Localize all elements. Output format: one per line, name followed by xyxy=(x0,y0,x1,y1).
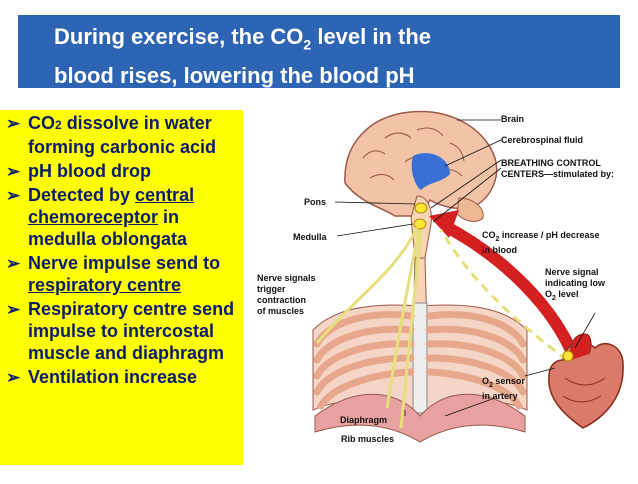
slide-title: During exercise, the CO2 level in the bl… xyxy=(18,15,620,88)
arrow-bullet-icon: ➢ xyxy=(6,254,21,273)
co2-blood-arrow xyxy=(429,210,581,363)
arrow-bullet-icon: ➢ xyxy=(6,186,21,205)
sensory-nerve xyxy=(439,229,568,362)
leader-lines xyxy=(334,119,596,417)
bullet-item: ➢Respiratory centre send impulse to inte… xyxy=(6,299,235,363)
bullet-item: ➢CO2 dissolve in water forming carbonic … xyxy=(6,113,217,157)
arrow-bullet-icon: ➢ xyxy=(6,300,21,319)
label-cerebrospinal-fluid: Cerebrospinal fluid xyxy=(501,135,584,145)
label-pons: Pons xyxy=(304,197,327,207)
heart-illustration xyxy=(548,333,624,429)
label-rib-muscles: Rib muscles xyxy=(341,434,395,444)
label-diaphragm: Diaphragm xyxy=(340,415,388,425)
arrow-bullet-icon: ➢ xyxy=(6,368,21,387)
ribcage-illustration xyxy=(312,302,528,443)
bullet-item: ➢Nerve impulse send to respiratory centr… xyxy=(6,253,221,295)
motor-nerves xyxy=(315,227,423,429)
bullet-list: ➢CO2 dissolve in water forming carbonic … xyxy=(0,110,243,465)
arrow-bullet-icon: ➢ xyxy=(6,114,21,133)
title-line-1: During exercise, the CO2 level in the xyxy=(54,24,432,53)
arrow-bullet-icon: ➢ xyxy=(6,162,21,181)
label-brain: Brain xyxy=(501,114,525,124)
label-medulla: Medulla xyxy=(293,232,327,242)
bullet-item: ➢Ventilation increase xyxy=(6,367,198,387)
breathing-control-diagram xyxy=(245,98,638,479)
title-line-2: blood rises, lowering the blood pH xyxy=(54,63,415,89)
bullet-item: ➢Detected by central chemoreceptor in me… xyxy=(6,185,195,249)
bullet-item: ➢pH blood drop xyxy=(6,161,151,181)
diagram-illustration xyxy=(312,110,624,443)
